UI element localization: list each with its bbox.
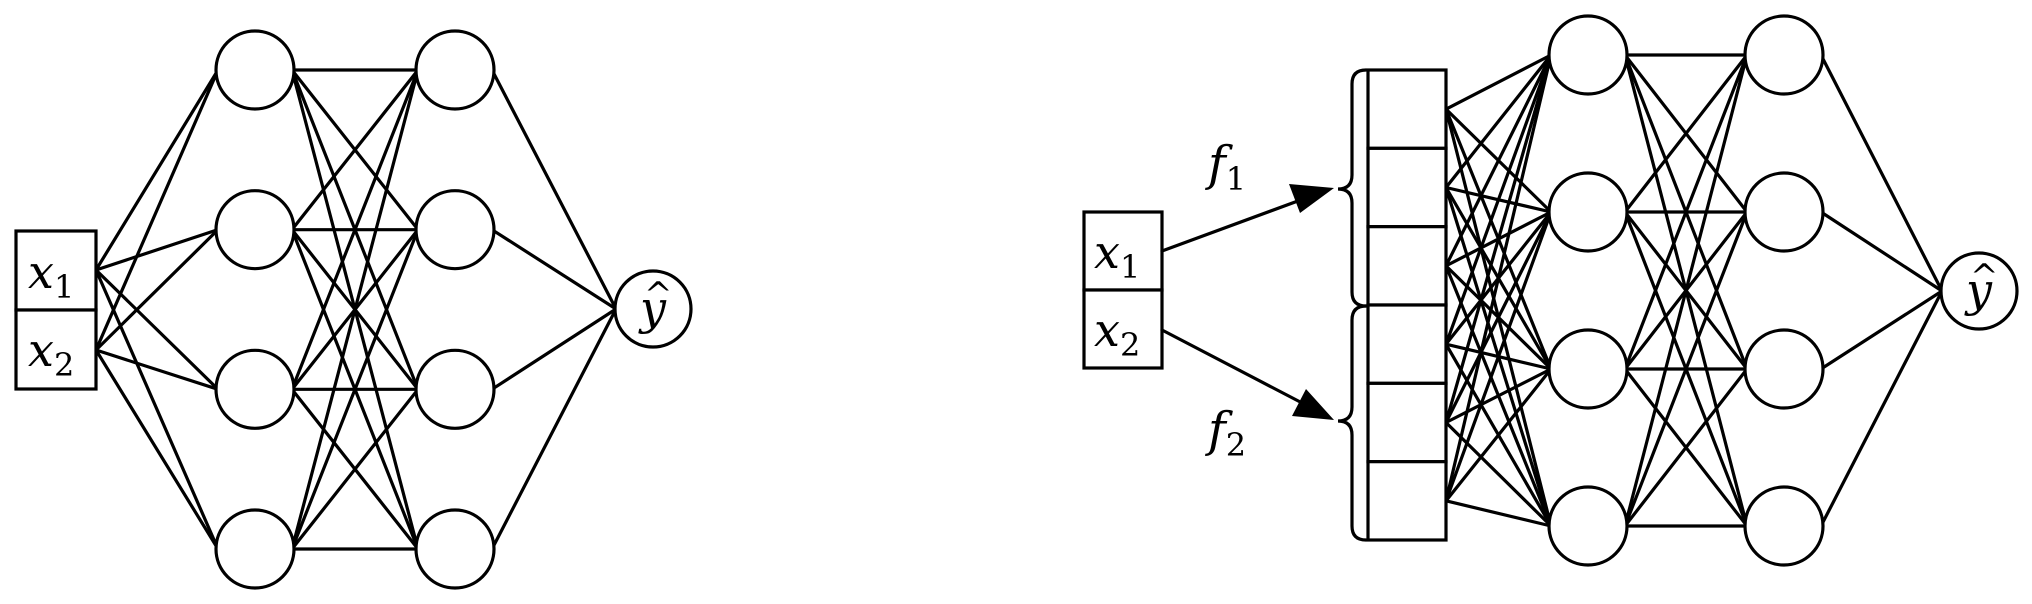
right-network-nodes	[1547, 14, 1825, 567]
left-hidden2-node-2	[414, 189, 496, 271]
edge-right-embed5-h1-2	[1444, 210, 1553, 425]
right-hidden2-node-1	[1743, 14, 1825, 96]
arrow-f1-head	[1289, 184, 1334, 213]
right-input-label-1: x1	[1094, 225, 1140, 286]
edge-right-embed3-h1-1	[1444, 53, 1553, 268]
feature-label-f2: f2	[1205, 402, 1246, 464]
edge-left-h1-4-h2-1	[290, 68, 420, 551]
right-output-label: y	[1964, 263, 1993, 317]
right-output-circle	[1939, 251, 2019, 331]
edge-right-h1-4-h2-1	[1623, 53, 1749, 528]
edge-left-input1-h1-3	[94, 268, 220, 391]
edge-left-h2-4-output	[490, 307, 618, 551]
edge-right-h2-2-output	[1819, 210, 1944, 293]
left-input-box: x1 x2	[14, 229, 98, 391]
edge-right-h2-3-output	[1819, 289, 1944, 371]
right-hidden2-node-3	[1743, 328, 1825, 410]
brace-f1	[1337, 68, 1368, 308]
feature-label-f1: f1	[1205, 136, 1246, 198]
edge-right-h1-4-h2-3	[1623, 367, 1749, 528]
left-network: x1 x2 y ^	[14, 29, 693, 590]
right-network: x1 x2 f1 f2	[1082, 14, 2019, 567]
right-hidden2-node-4	[1743, 485, 1825, 567]
edge-left-h1-2-h2-1	[290, 68, 420, 232]
left-output-circle	[613, 269, 693, 349]
edge-left-input1-h1-2	[94, 228, 220, 272]
edge-right-h1-3-h2-1	[1623, 53, 1749, 371]
left-network-nodes	[214, 29, 496, 590]
right-hidden2-node-2	[1743, 171, 1825, 253]
edge-right-embed6-h1-1	[1444, 53, 1553, 503]
edge-right-embed6-h1-4	[1444, 499, 1553, 528]
edge-right-h2-4-output	[1819, 289, 1944, 528]
embedding-cell-1	[1366, 68, 1448, 150]
embedding-cell-5	[1366, 381, 1448, 464]
edge-left-input2-h1-2	[94, 228, 220, 352]
embedding-cell-6	[1366, 460, 1448, 542]
edge-left-h1-4-h2-3	[290, 387, 420, 551]
brace-f2	[1337, 304, 1368, 542]
right-output-node: y ^	[1939, 251, 2019, 331]
feature-braces	[1337, 68, 1368, 542]
edge-left-h2-3-output	[490, 307, 618, 391]
edge-left-h1-3-h2-1	[290, 68, 420, 391]
edge-right-embed1-h1-1	[1444, 53, 1553, 111]
left-hidden2-node-4	[414, 508, 496, 590]
edge-left-input1-h1-1	[94, 68, 220, 272]
left-output-label: y	[638, 281, 667, 335]
arrow-f2-line	[1160, 328, 1308, 407]
right-hidden1-node-1	[1547, 14, 1629, 96]
right-output-hat: ^	[1970, 257, 1999, 297]
right-network-connections	[1444, 53, 1944, 528]
left-hidden1-node-1	[214, 29, 296, 111]
edge-left-input1-h1-4	[94, 268, 220, 551]
right-input-box: x1 x2	[1082, 210, 1164, 370]
right-hidden1-node-2	[1547, 171, 1629, 253]
left-input-label-1: x1	[28, 245, 74, 306]
edge-right-h2-1-output	[1819, 53, 1944, 293]
embedding-column	[1366, 68, 1448, 542]
edge-right-embed2-h1-1	[1444, 53, 1553, 190]
edge-left-input2-h1-3	[94, 348, 220, 391]
edge-right-h1-2-h2-1	[1623, 53, 1749, 214]
embedding-cell-2	[1366, 146, 1448, 229]
edge-right-embed6-h1-3	[1444, 367, 1553, 503]
edge-right-embed4-h1-1	[1444, 53, 1553, 346]
left-hidden2-node-3	[414, 348, 496, 430]
left-hidden1-node-4	[214, 508, 296, 590]
edge-right-embed5-h1-3	[1444, 367, 1553, 425]
edge-right-h1-4-h2-2	[1623, 210, 1749, 528]
edge-right-embed5-h1-1	[1444, 53, 1553, 425]
edge-right-embed5-h1-4	[1444, 420, 1553, 528]
left-input-cell-2	[14, 308, 98, 391]
edge-right-embed6-h1-2	[1444, 210, 1553, 503]
right-input-label-2: x2	[1094, 303, 1140, 364]
left-input-cell-1	[14, 229, 98, 312]
embedding-cell-4	[1366, 303, 1448, 385]
embedding-cell-3	[1366, 225, 1448, 307]
arrow-f2-head	[1292, 389, 1334, 420]
edge-left-h2-1-output	[490, 68, 618, 311]
edge-left-h1-4-h2-2	[290, 228, 420, 551]
edge-left-input2-h1-4	[94, 348, 220, 551]
right-hidden1-node-3	[1547, 328, 1629, 410]
edge-left-input2-h1-1	[94, 68, 220, 352]
left-hidden1-node-3	[214, 348, 296, 430]
arrow-f1-line	[1160, 196, 1308, 253]
edge-left-h2-2-output	[490, 228, 618, 311]
left-output-hat: ^	[644, 275, 673, 315]
left-network-connections	[94, 68, 618, 551]
right-hidden1-node-4	[1547, 485, 1629, 567]
feature-map-arrows	[1160, 184, 1334, 420]
left-hidden2-node-1	[414, 29, 496, 111]
left-hidden1-node-2	[214, 189, 296, 271]
left-input-label-2: x2	[28, 323, 74, 384]
right-input-cell-2	[1082, 288, 1164, 370]
left-output-node: y ^	[613, 269, 693, 349]
